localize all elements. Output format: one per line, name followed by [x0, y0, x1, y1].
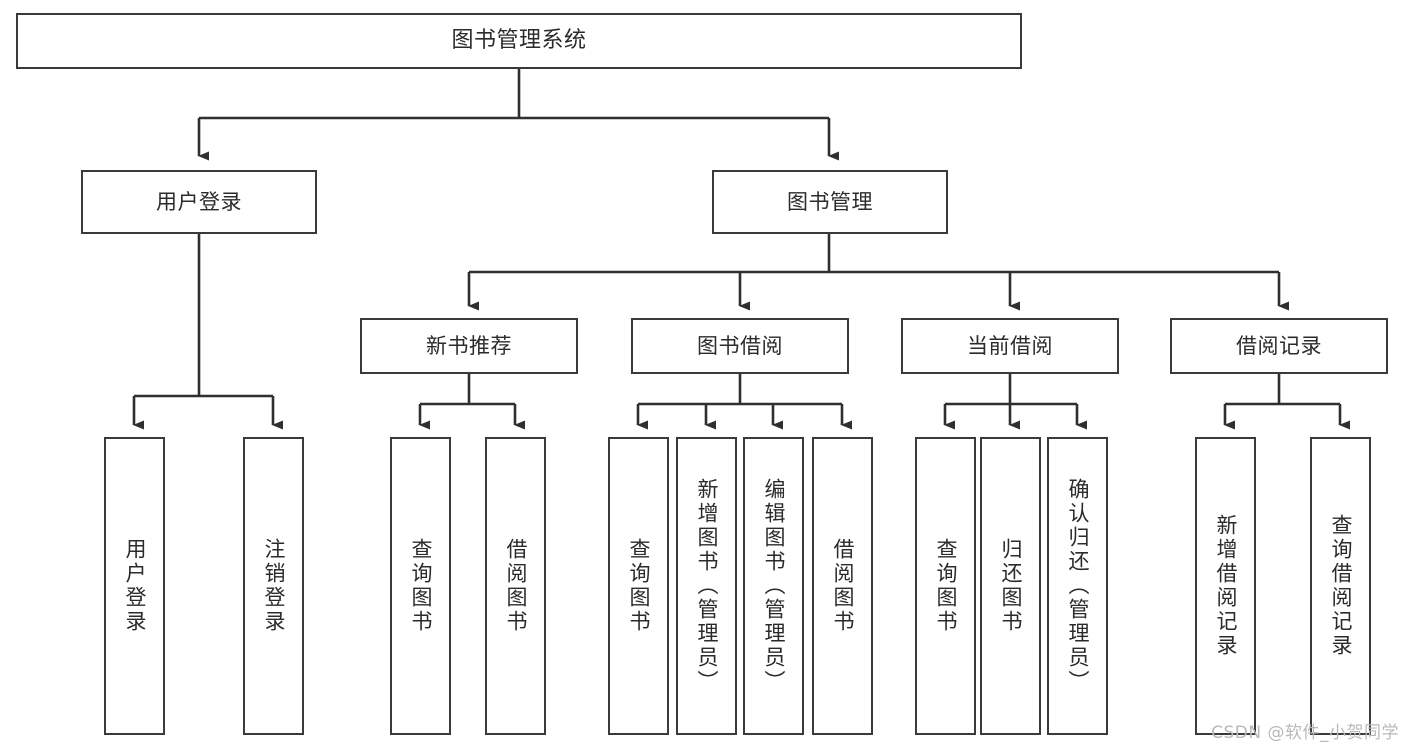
node-borrow-record-label: 借阅记录 — [1236, 333, 1322, 358]
node-new-book-rec[interactable]: 新书推荐 — [360, 318, 578, 374]
node-current-borrow-label: 当前借阅 — [967, 333, 1053, 358]
leaf-query-record[interactable]: 查询借阅记录 — [1310, 437, 1371, 735]
node-book-borrow[interactable]: 图书借阅 — [631, 318, 849, 374]
leaf-borrow-book-1[interactable]: 借阅图书 — [485, 437, 546, 735]
leaf-query-book-2-label: 查询图书 — [627, 538, 651, 634]
node-user-login[interactable]: 用户登录 — [81, 170, 317, 234]
leaf-add-book[interactable]: 新增图书（管理员） — [676, 437, 737, 735]
leaf-query-book-3[interactable]: 查询图书 — [915, 437, 976, 735]
node-user-login-label: 用户登录 — [156, 189, 242, 214]
node-borrow-record[interactable]: 借阅记录 — [1170, 318, 1388, 374]
leaf-user-logout[interactable]: 注销登录 — [243, 437, 304, 735]
leaf-return-book-label: 归还图书 — [999, 538, 1023, 634]
watermark-text: CSDN @软件_小贺同学 — [1211, 723, 1399, 743]
leaf-borrow-book-2[interactable]: 借阅图书 — [812, 437, 873, 735]
node-root-label: 图书管理系统 — [451, 28, 587, 54]
leaf-add-book-label: 新增图书（管理员） — [695, 478, 719, 694]
node-current-borrow[interactable]: 当前借阅 — [901, 318, 1119, 374]
leaf-query-book-2[interactable]: 查询图书 — [608, 437, 669, 735]
leaf-add-record-label: 新增借阅记录 — [1214, 514, 1238, 658]
leaf-borrow-book-1-label: 借阅图书 — [504, 538, 528, 634]
leaf-return-book[interactable]: 归还图书 — [980, 437, 1041, 735]
leaf-confirm-return[interactable]: 确认归还（管理员） — [1047, 437, 1108, 735]
leaf-query-record-label: 查询借阅记录 — [1329, 514, 1353, 658]
leaf-edit-book-label: 编辑图书（管理员） — [762, 478, 786, 694]
node-root[interactable]: 图书管理系统 — [16, 13, 1022, 69]
leaf-user-logout-label: 注销登录 — [262, 538, 286, 634]
leaf-query-book-1-label: 查询图书 — [409, 538, 433, 634]
leaf-user-login-label: 用户登录 — [123, 538, 147, 634]
node-new-book-rec-label: 新书推荐 — [426, 333, 512, 358]
leaf-confirm-return-label: 确认归还（管理员） — [1066, 478, 1090, 694]
leaf-query-book-1[interactable]: 查询图书 — [390, 437, 451, 735]
leaf-query-book-3-label: 查询图书 — [934, 538, 958, 634]
node-book-borrow-label: 图书借阅 — [697, 333, 783, 358]
node-book-manage-label: 图书管理 — [787, 189, 873, 214]
leaf-borrow-book-2-label: 借阅图书 — [831, 538, 855, 634]
leaf-add-record[interactable]: 新增借阅记录 — [1195, 437, 1256, 735]
leaf-edit-book[interactable]: 编辑图书（管理员） — [743, 437, 804, 735]
node-book-manage[interactable]: 图书管理 — [712, 170, 948, 234]
leaf-user-login[interactable]: 用户登录 — [104, 437, 165, 735]
